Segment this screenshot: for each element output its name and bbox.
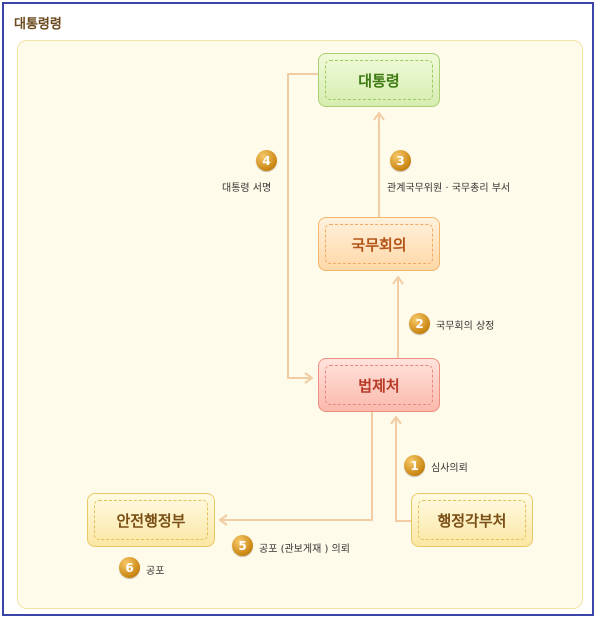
ministries-node: 행정각부처 <box>411 493 533 547</box>
agency-label: 안전행정부 <box>116 511 186 530</box>
step-3-badge: 3 <box>390 150 411 171</box>
arrowhead-promulgation-request <box>219 514 228 526</box>
step-5-badge: 5 <box>232 535 253 556</box>
step-5-label: 공포 (관보게재 ) 의뢰 <box>259 544 350 555</box>
legislation-node: 법제처 <box>318 358 440 412</box>
president-label: 대통령 <box>358 71 400 90</box>
arrowhead-cabinet-submission <box>392 276 404 285</box>
step-4-label: 대통령 서명 <box>222 183 272 194</box>
president-node: 대통령 <box>318 53 440 107</box>
agency-node: 안전행정부 <box>87 493 215 547</box>
cabinet-node: 국무회의 <box>318 217 440 271</box>
step-1-badge: 1 <box>404 455 425 476</box>
arrowhead-review-request <box>390 416 402 425</box>
legislation-label: 법제처 <box>358 376 400 395</box>
step-3-label: 관계국무위원 · 국무총리 부서 <box>387 183 511 194</box>
cabinet-label: 국무회의 <box>351 235 407 254</box>
arrowhead-president-signature <box>304 372 313 384</box>
step-6-badge: 6 <box>119 557 140 578</box>
step-4-badge: 4 <box>256 150 277 171</box>
step-2-label: 국무회의 상정 <box>436 321 495 332</box>
arrow-promulgation-request <box>221 412 373 521</box>
step-2-badge: 2 <box>409 313 430 334</box>
ministries-label: 행정각부처 <box>437 511 507 530</box>
arrow-president-signature <box>287 73 318 379</box>
page-title: 대통령령 <box>14 17 62 32</box>
step-1-label: 심사의뢰 <box>431 463 468 474</box>
step-6-label: 공포 <box>146 566 165 577</box>
arrowhead-cosignature <box>373 112 385 121</box>
